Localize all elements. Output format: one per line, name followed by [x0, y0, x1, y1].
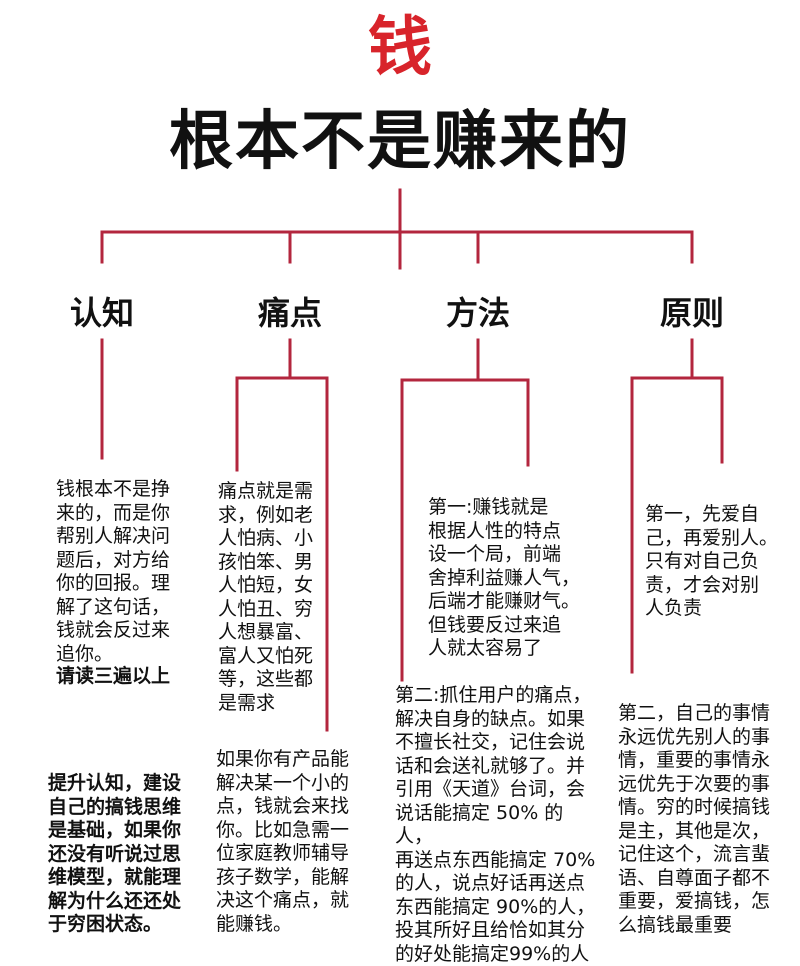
renzhi-note-2: 提升认知，建设 自己的搞钱思维 是基础，如果你 还没有听说过思 维模型，就能理 …	[48, 772, 182, 935]
tongdian-note-2: 如果你有产品能 解决某一个小的 点，钱就会来找 你。比如急需一 位家庭教师辅导 …	[216, 748, 350, 935]
yuanze-note-1: 第一，先爱自 己，再爱别人。 只有对自己负 责，才会对别 人负责	[645, 503, 779, 619]
branch-fangfa-label: 方法	[445, 294, 510, 332]
renzhi-note-emphasis: 请读三遍以上	[56, 665, 171, 687]
branch-tongdian-label: 痛点	[257, 294, 322, 332]
yuanze-note-2: 第二，自己的事情 永远优先别人的事 情，重要的事情永 远优先于次要的事 情。穷的…	[618, 702, 771, 936]
fangfa-note-1: 第一:赚钱就是 根据人性的特点 设一个局，前端 舍掉利益赚人气， 后端才能赚财气…	[428, 496, 581, 659]
fangfa-note-2: 第二:抓住用户的痛点， 解决自身的缺点。如果 不擅长社交，记住会说 话和会送礼就…	[395, 684, 596, 965]
renzhi-note-1: 钱根本不是挣 来的，而是你 帮别人解决问 题后，对方给 你的回报。理 解了这句话…	[56, 478, 171, 665]
branch-yuanze-label: 原则	[659, 294, 724, 332]
page-title: 根本不是赚来的	[169, 105, 631, 179]
branch-renzhi-label: 认知	[69, 294, 134, 332]
tongdian-note-1: 痛点就是需 求，例如老 人怕病、小 孩怕笨、男 人怕短，女 人怕丑、穷 人想暴富…	[218, 480, 314, 714]
title-highlight: 钱	[368, 11, 432, 85]
